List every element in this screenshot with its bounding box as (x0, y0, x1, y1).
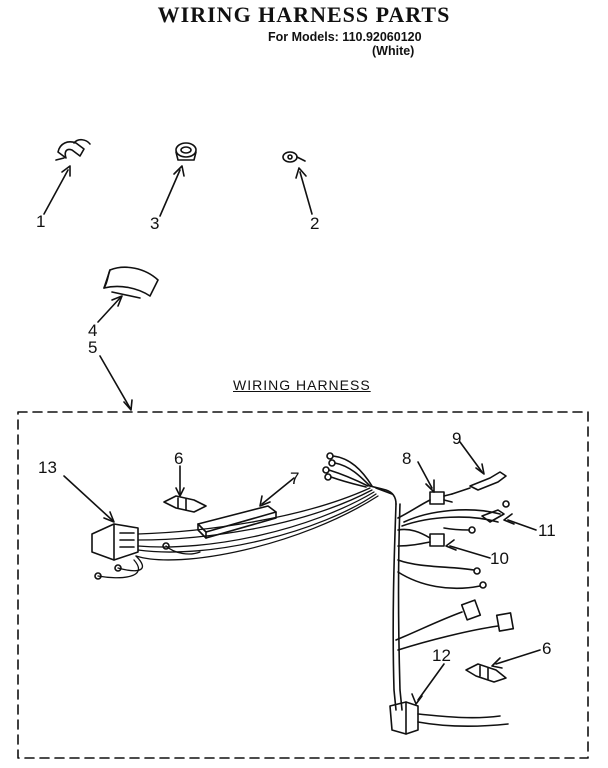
part-3-clamp-drawing (175, 142, 197, 161)
part-6-right-terminal-drawing (465, 663, 507, 683)
callout-2: 2 (310, 214, 320, 233)
wire-bundle (97, 487, 379, 579)
main-trunk-wire (369, 485, 403, 711)
part-11-terminal-drawing (401, 500, 510, 534)
callout-6-left: 6 (174, 449, 184, 468)
part-9-terminal-drawing (451, 471, 507, 495)
part-12-connector-drawing (389, 701, 509, 735)
models-line: For Models: 110.92060120 (268, 30, 422, 44)
part-10-connector-drawing (397, 528, 445, 547)
callout-9: 9 (452, 429, 462, 448)
page-title: WIRING HARNESS PARTS (157, 2, 451, 27)
top-terminals-drawing (322, 452, 373, 488)
top-leader-lines (43, 165, 313, 411)
callout-7: 7 (290, 469, 300, 488)
plug-connectors-drawing (395, 599, 515, 651)
callout-10: 10 (490, 549, 509, 568)
callout-13: 13 (38, 458, 57, 477)
callout-12: 12 (432, 646, 451, 665)
harness-dashed-border (17, 411, 589, 759)
callout-6-right: 6 (542, 639, 552, 658)
lower-loop-wires (397, 559, 487, 590)
wiring-harness-label: WIRING HARNESS (233, 377, 371, 393)
part-2-nut-drawing (282, 151, 306, 163)
part-13-connector-block-drawing (91, 523, 139, 561)
part-6-left-terminal-drawing (163, 495, 207, 513)
part-7-insulator-drawing (197, 505, 277, 539)
part-1-clip-drawing (55, 138, 91, 161)
callout-3: 3 (150, 214, 160, 233)
part-8-connector-drawing (397, 491, 453, 519)
callout-4: 4 (88, 321, 98, 340)
callout-1: 1 (36, 212, 46, 231)
callout-8: 8 (402, 449, 412, 468)
color-line: (White) (372, 44, 415, 58)
callout-5: 5 (88, 338, 98, 357)
part-4-sleeve-drawing (103, 266, 159, 299)
callout-11: 11 (538, 521, 556, 540)
